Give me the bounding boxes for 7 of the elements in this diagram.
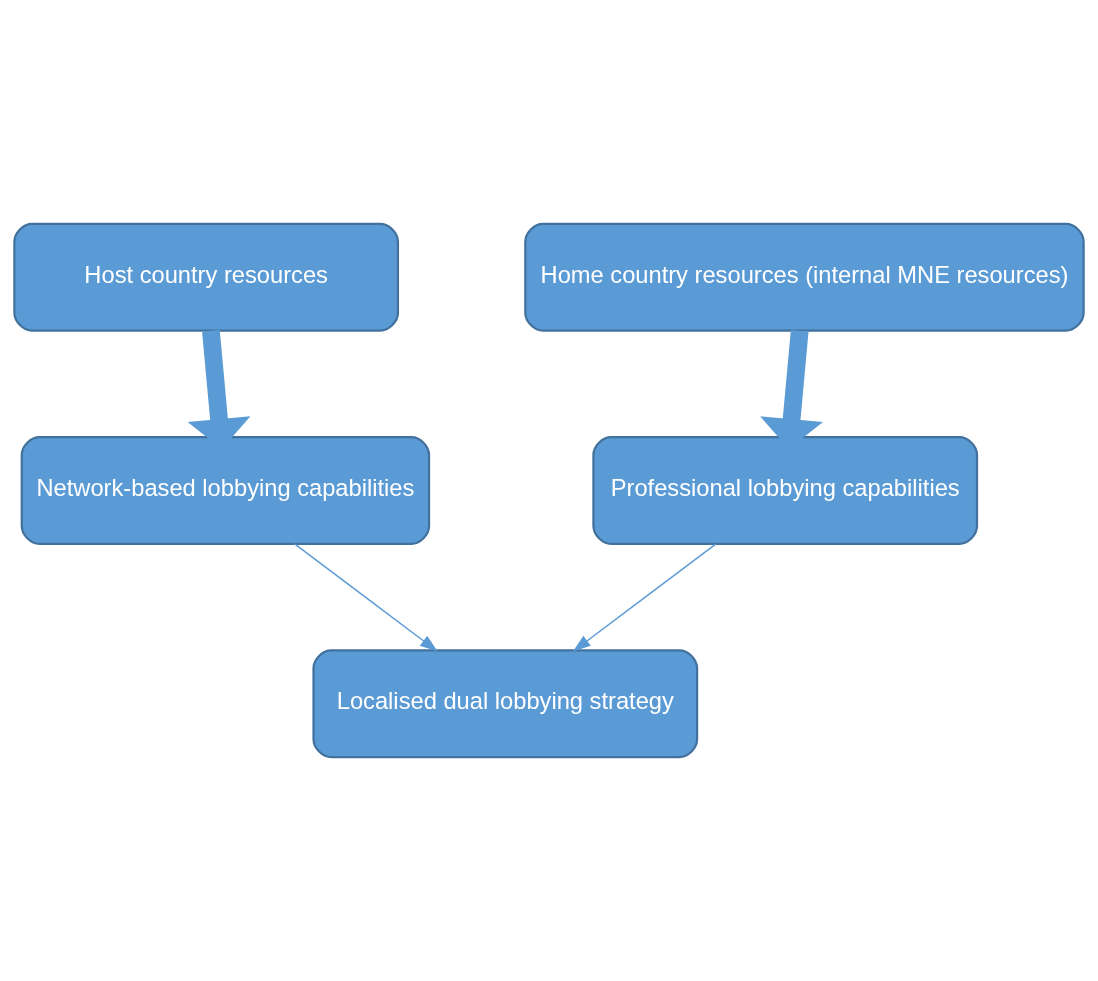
arrow [293,543,438,652]
node-box: Home country resources (internal MNE resources) [524,222,1085,332]
node-box: Localised dual lobbying strategy [312,649,699,759]
node-box: Network-based lobbying capabilities [20,436,431,545]
node-box: Host country resources [13,222,400,332]
node-box: Professional lobbying capabilities [592,436,979,545]
arrow [572,543,717,652]
